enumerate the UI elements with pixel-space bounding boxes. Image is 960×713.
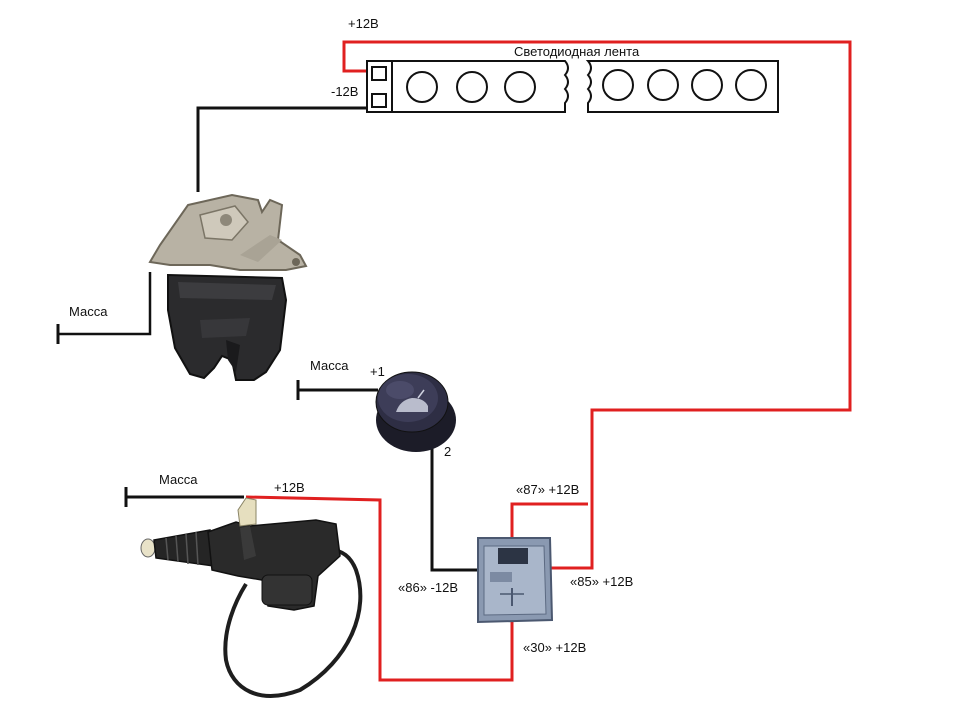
led-strip-plus-pad [371, 66, 387, 81]
led-strip-right-section [585, 60, 779, 113]
led-strip-minus-label: -12В [331, 84, 358, 99]
button-pin2-label: 2 [444, 444, 451, 459]
led-strip-minus-pad [371, 93, 387, 108]
wire-actuator-positive [245, 495, 514, 682]
wire-led-negative [196, 106, 372, 192]
led-strip-plus-label: +12В [348, 16, 379, 31]
trunk-lock-image [148, 193, 308, 381]
button-ground-label: Масса [310, 358, 349, 373]
led-strip-title: Светодиодная лента [514, 44, 640, 59]
wire-led-positive [342, 40, 852, 570]
wire-relay-86 [430, 448, 486, 572]
led-strip [366, 60, 779, 113]
lock-ground-label: Масса [69, 304, 108, 319]
relay-pin86-label: «86» -12В [398, 580, 458, 595]
wire-relay-87 [510, 502, 588, 548]
led [691, 69, 723, 101]
led [647, 69, 679, 101]
trunk-open-icon [396, 389, 428, 412]
relay-image [477, 537, 554, 624]
actuator-ground-label: Масса [159, 472, 198, 487]
led [602, 69, 634, 101]
led [406, 71, 438, 103]
relay-pin87-label: «87» +12В [516, 482, 579, 497]
relay-pin85-label: «85» +12В [570, 574, 633, 589]
trunk-button-image [375, 371, 456, 452]
button-pin1-label: +1 [370, 364, 385, 379]
led [504, 71, 536, 103]
lock-actuator-image [140, 497, 363, 698]
actuator-plus-label: +12В [274, 480, 305, 495]
led [735, 69, 767, 101]
led [456, 71, 488, 103]
wire-lock-ground [58, 272, 152, 336]
relay-pin30-label: «30» +12В [523, 640, 586, 655]
